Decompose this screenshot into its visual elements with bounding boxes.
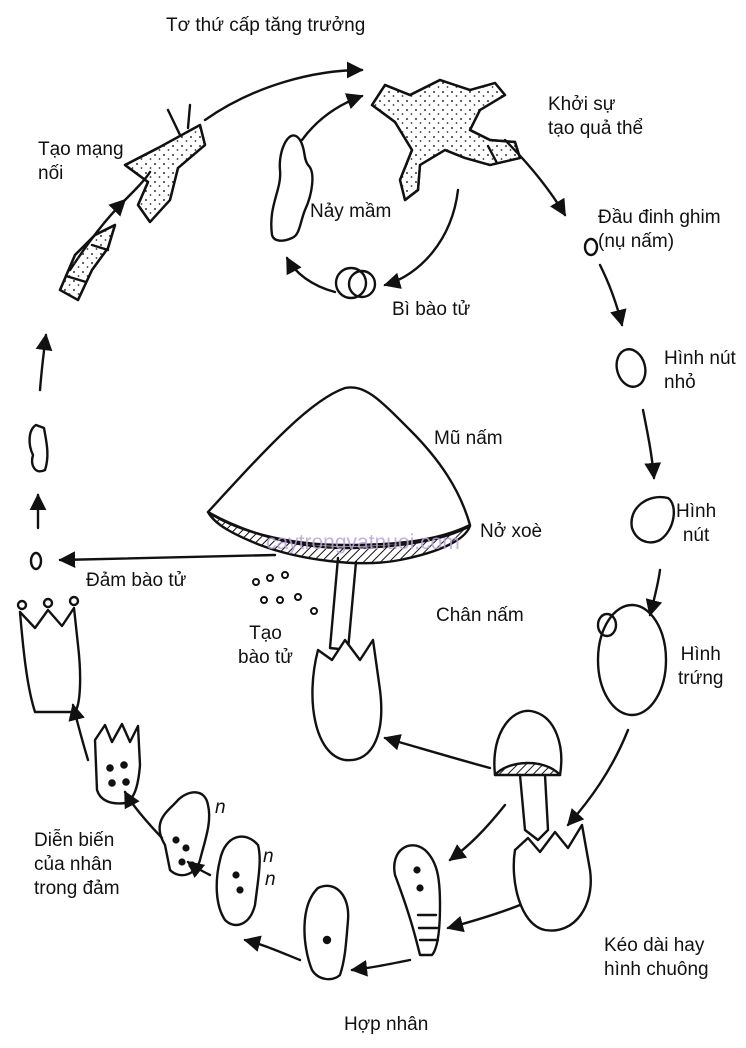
label-cap: Mũ nấm (434, 427, 503, 451)
arrow-mycelium-to-spore-sac (385, 190, 458, 285)
label-spore-formation: Tạo bào tử (238, 622, 293, 670)
label-germination: Nảy mầm (310, 200, 391, 224)
arrow-to-basidium-spores (73, 705, 88, 760)
label-expanded: Nở xoè (480, 520, 542, 544)
label-egg: Hình trứng (678, 643, 723, 691)
label-nucleus-n-2: n (263, 845, 274, 869)
spore-sac-drawing (336, 268, 375, 298)
label-button: Hình nút (676, 500, 716, 548)
mycelium-drawing (372, 80, 520, 200)
arrow-to-egg (650, 570, 660, 615)
label-karyogamy: Hợp nhân (344, 1013, 428, 1037)
arrow-to-elongated (568, 730, 628, 825)
watermark-text: caytrongvatnuoi.com (266, 531, 460, 555)
arrow-hyphae-to-network (205, 70, 362, 120)
arrow-elongated-to-karyogamy (448, 905, 520, 928)
germinating-basidiospore-drawing (30, 425, 48, 471)
arrow-to-young-basidium (450, 805, 505, 860)
arrow-to-small-button (600, 265, 622, 325)
egg-drawing (598, 605, 666, 715)
label-nucleus-n-3: n (265, 868, 276, 892)
label-pinhead: Đầu đinh ghim (nụ nấm) (598, 206, 721, 254)
karyogamy-cell-drawing (304, 886, 348, 979)
label-stipe: Chân nấm (436, 604, 524, 628)
label-basidiospore: Đảm bào tử (86, 569, 186, 593)
basidium-n2-drawing (217, 837, 260, 925)
pinhead-drawing (585, 239, 597, 255)
arrow-to-basidium-n2 (245, 940, 300, 960)
label-spore-sac: Bì bào tử (392, 298, 470, 322)
hyphae-fusing-drawing (60, 105, 205, 300)
arrow-germinating-up (40, 335, 46, 390)
basidiospore-drawing (31, 553, 41, 569)
arrow-spore-sac-to-germ (287, 258, 335, 292)
germinating-spore-drawing (271, 135, 312, 240)
label-fruiting-start: Khởi sự tạo quả thể (548, 93, 643, 141)
arrow-karyogamy-left (352, 960, 410, 970)
label-nucleus-n-1: n (215, 796, 226, 820)
basidium-with-spores-drawing (18, 597, 80, 712)
falling-spores-drawing (253, 572, 317, 614)
bell-mushroom-drawing (494, 711, 590, 931)
arrow-elongated-to-mature (385, 738, 490, 768)
label-secondary-hyphae: Tơ thứ cấp tăng trưởng (166, 14, 365, 38)
label-elongated: Kéo dài hay hình chuông (604, 934, 709, 982)
arrow-cap-to-spore (60, 555, 275, 560)
arrow-germ-to-network (302, 96, 362, 140)
label-nuclear-events: Diễn biến của nhân trong đảm (34, 829, 120, 901)
label-anastomosis: Tạo mạng nối (38, 138, 124, 186)
button-drawing (631, 497, 673, 542)
dotted-basidium-drawing (95, 724, 140, 803)
label-small-button: Hình nút nhỏ (664, 347, 736, 395)
mature-mushroom-drawing (208, 387, 470, 760)
small-button-drawing (613, 346, 650, 390)
arrow-to-button (643, 410, 654, 478)
basidium-n1-drawing (160, 792, 210, 875)
young-basidium-drawing (394, 845, 440, 955)
